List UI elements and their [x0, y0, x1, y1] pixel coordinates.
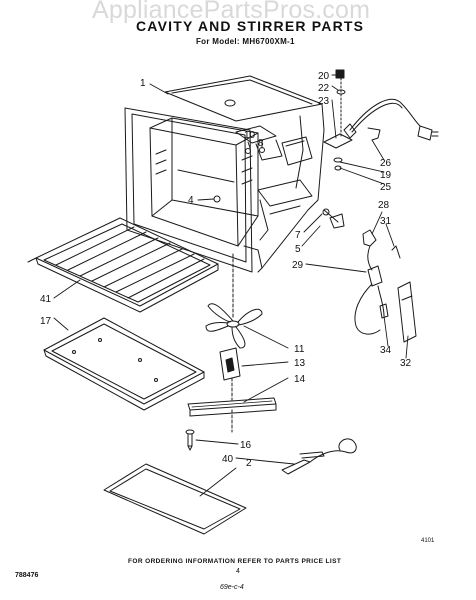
- callout-8: 8: [258, 138, 264, 149]
- page-title: CAVITY AND STIRRER PARTS: [136, 18, 365, 34]
- sensor-assembly: [354, 229, 417, 343]
- stirrer-screw: [185, 429, 195, 451]
- callout-labels: 1 2 4 5 7 8 10 11 13 14 16 17 19 20 22 2…: [40, 71, 412, 469]
- callout-20: 20: [318, 71, 330, 82]
- callout-28: 28: [378, 200, 390, 211]
- callout-32: 32: [400, 358, 412, 369]
- oven-cavity: [124, 75, 325, 273]
- callout-41: 41: [40, 294, 52, 305]
- callout-26: 26: [380, 158, 392, 169]
- document-number: 788476: [15, 572, 39, 579]
- stirrer-bearing: [219, 347, 241, 401]
- callout-19: 19: [380, 170, 392, 181]
- callout-29: 29: [292, 260, 304, 271]
- drawing-code: 4101: [421, 538, 435, 544]
- callout-23: 23: [318, 96, 330, 107]
- callout-31: 31: [380, 216, 392, 227]
- callout-22: 22: [318, 83, 330, 94]
- callout-11: 11: [294, 344, 305, 355]
- callout-10: 10: [244, 130, 256, 141]
- callout-16: 16: [240, 440, 252, 451]
- callout-7: 7: [295, 230, 301, 241]
- watermark-text: AppliancePartsPros.com: [92, 0, 371, 24]
- leader-lines: [53, 74, 409, 497]
- callout-40: 40: [222, 454, 234, 465]
- callout-5: 5: [295, 244, 301, 255]
- callout-2: 2: [246, 458, 252, 469]
- callout-17: 17: [40, 316, 52, 327]
- ordering-note: FOR ORDERING INFORMATION REFER TO PARTS …: [128, 558, 342, 565]
- callout-14: 14: [294, 374, 306, 385]
- cavity-screws: [213, 147, 345, 229]
- callout-1: 1: [140, 78, 146, 89]
- revision-note: 69e-c-4: [220, 584, 244, 591]
- callout-25: 25: [380, 182, 392, 193]
- temperature-probe: [281, 438, 357, 475]
- stirrer-bracket: [187, 397, 277, 433]
- oven-rack: [27, 217, 219, 313]
- callout-4: 4: [188, 195, 194, 206]
- model-subtitle: For Model: MH6700XM-1: [196, 37, 295, 46]
- glass-tray: [103, 463, 247, 535]
- callout-34: 34: [380, 345, 392, 356]
- stirrer-fan: [205, 253, 263, 349]
- floor-tray: [43, 317, 205, 411]
- page-number: 4: [236, 568, 240, 575]
- callout-13: 13: [294, 358, 306, 369]
- top-hardware-stack: [323, 69, 439, 171]
